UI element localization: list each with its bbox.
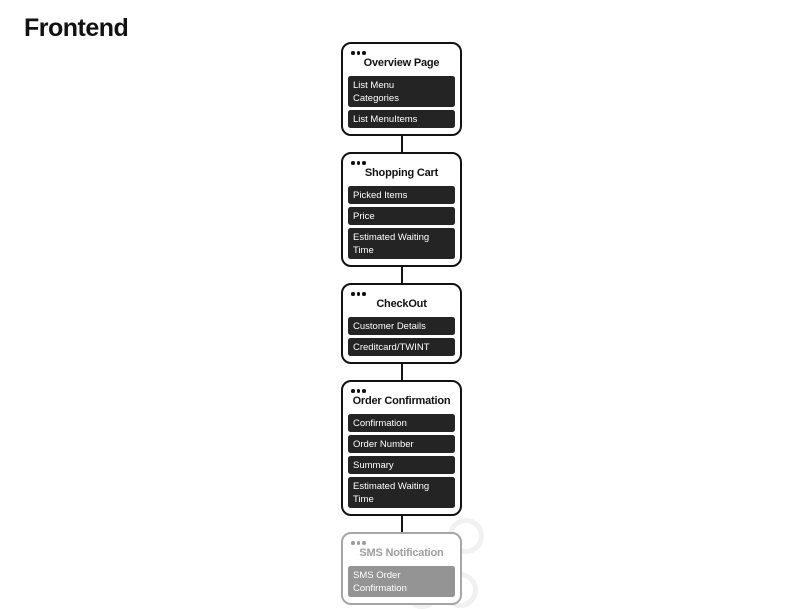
flow-card-overview-page[interactable]: Overview Page List Menu Categories List …: [341, 42, 462, 136]
window-dots-icon: [351, 161, 455, 165]
dot-icon: [362, 389, 366, 393]
flow-card-order-confirmation[interactable]: Order Confirmation Confirmation Order Nu…: [341, 380, 462, 516]
card-rows: SMS Order Confirmation: [348, 566, 455, 597]
card-rows: Confirmation Order Number Summary Estima…: [348, 414, 455, 508]
card-row[interactable]: SMS Order Confirmation: [348, 566, 455, 597]
dot-icon: [351, 541, 355, 545]
dot-icon: [356, 51, 360, 55]
card-row[interactable]: Confirmation: [348, 414, 455, 432]
flow-card-sms-notification[interactable]: SMS Notification SMS Order Confirmation: [341, 532, 462, 605]
window-dots-icon: [351, 389, 455, 393]
flow-connector: [400, 267, 403, 283]
dot-icon: [356, 541, 360, 545]
card-row[interactable]: Summary: [348, 456, 455, 474]
card-row[interactable]: Customer Details: [348, 317, 455, 335]
dot-icon: [351, 161, 355, 165]
card-rows: List Menu Categories List MenuItems: [348, 76, 455, 128]
flow-card-checkout[interactable]: CheckOut Customer Details Creditcard/TWI…: [341, 283, 462, 364]
card-title: SMS Notification: [359, 547, 444, 559]
dot-icon: [351, 51, 355, 55]
flow-connector: [400, 516, 403, 532]
window-dots-icon: [351, 541, 455, 545]
flow-connector: [400, 364, 403, 380]
dot-icon: [356, 292, 360, 296]
frontend-flow: Overview Page List Menu Categories List …: [341, 42, 462, 605]
dot-icon: [356, 389, 360, 393]
card-row[interactable]: List Menu Categories: [348, 76, 455, 107]
dot-icon: [351, 389, 355, 393]
card-title: Order Confirmation: [352, 395, 451, 407]
dot-icon: [362, 51, 366, 55]
card-row[interactable]: Estimated Waiting Time: [348, 228, 455, 259]
card-title: Shopping Cart: [364, 167, 439, 179]
card-row[interactable]: Order Number: [348, 435, 455, 453]
window-dots-icon: [351, 51, 455, 55]
card-row[interactable]: List MenuItems: [348, 110, 455, 128]
card-row[interactable]: Price: [348, 207, 455, 225]
flow-card-shopping-cart[interactable]: Shopping Cart Picked Items Price Estimat…: [341, 152, 462, 267]
dot-icon: [356, 161, 360, 165]
flow-connector: [400, 136, 403, 152]
card-row[interactable]: Creditcard/TWINT: [348, 338, 455, 356]
dot-icon: [362, 292, 366, 296]
dot-icon: [351, 292, 355, 296]
page-title: Frontend: [24, 14, 129, 42]
card-rows: Picked Items Price Estimated Waiting Tim…: [348, 186, 455, 259]
dot-icon: [362, 541, 366, 545]
card-title: CheckOut: [376, 298, 427, 310]
card-row[interactable]: Estimated Waiting Time: [348, 477, 455, 508]
card-row[interactable]: Picked Items: [348, 186, 455, 204]
card-title: Overview Page: [363, 57, 440, 69]
dot-icon: [362, 161, 366, 165]
card-rows: Customer Details Creditcard/TWINT: [348, 317, 455, 356]
window-dots-icon: [351, 292, 455, 296]
